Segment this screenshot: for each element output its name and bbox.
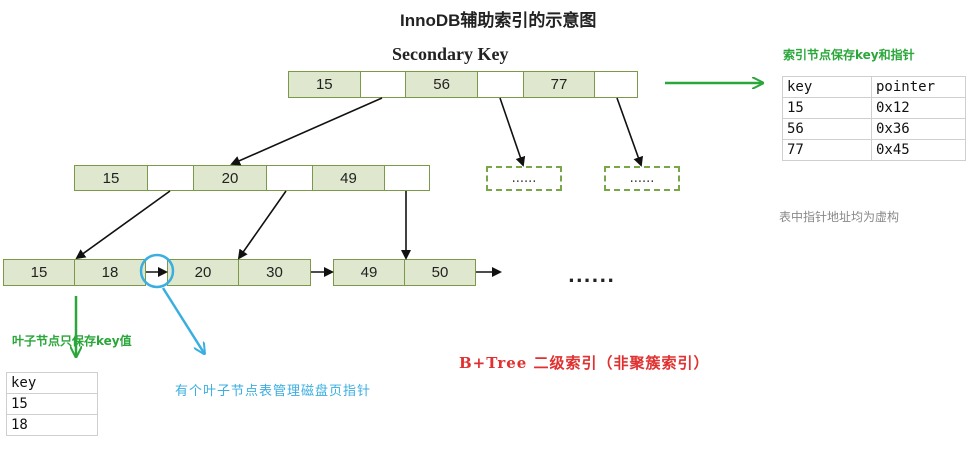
leaf-key-note: 叶子节点只保存key值	[12, 334, 132, 348]
level2-key-cell: 20	[194, 166, 267, 190]
root-node: 15 56 77	[288, 71, 638, 98]
level2-node: 15 20 49	[74, 165, 430, 191]
table-row: 18	[6, 414, 98, 436]
level2-pointer-cell	[385, 166, 429, 190]
diagram-title: InnoDB辅助索引的示意图	[400, 11, 597, 30]
root-pointer-cell	[477, 72, 524, 97]
leaf-key-cell: 15	[4, 260, 75, 285]
table-row: 56 0x36	[782, 118, 966, 140]
key-pointer-note: 索引节点保存key和指针	[783, 48, 915, 62]
leaf-key-cell: 18	[75, 260, 145, 285]
leaf-key-cell: 50	[405, 260, 475, 285]
key-pointer-table: key pointer 15 0x12 56 0x36 77 0x45	[782, 76, 966, 161]
table-row: 15	[6, 393, 98, 415]
highlight-circle	[139, 253, 175, 289]
table-header-cell: key	[782, 76, 872, 98]
table-cell: 0x36	[871, 118, 966, 140]
table-row: 15 0x12	[782, 97, 966, 119]
level2-key-cell: 15	[75, 166, 148, 190]
table-cell: 56	[782, 118, 872, 140]
table-header-cell: key	[6, 372, 98, 394]
placeholder-node: ......	[604, 166, 680, 191]
leaf-key-cell: 49	[334, 260, 405, 285]
level2-pointer-cell	[267, 166, 313, 190]
level2-pointer-cell	[148, 166, 194, 190]
root-key-cell: 56	[406, 72, 478, 97]
leaf-ellipsis: ......	[568, 266, 616, 287]
table-row: 77 0x45	[782, 139, 966, 161]
leaf-key-cell: 30	[239, 260, 310, 285]
bplus-tree-label: B+Tree 二级索引（非聚簇索引）	[459, 354, 710, 372]
leaf-pointer-note: 有个叶子节点表管理磁盘页指针	[175, 384, 372, 399]
root-pointer-cell	[595, 72, 637, 97]
leaf-node: 15 18	[3, 259, 146, 286]
table-cell: 0x12	[871, 97, 966, 119]
blue-arrow	[161, 287, 204, 353]
tree-arrow	[230, 97, 383, 166]
secondary-key-label: Secondary Key	[392, 44, 509, 64]
leaf-key-cell: 20	[168, 260, 239, 285]
tree-arrow	[499, 97, 526, 167]
root-pointer-cell	[360, 72, 407, 97]
table-cell: 15	[6, 393, 98, 415]
tree-arrow	[616, 97, 644, 167]
tree-arrow	[237, 190, 287, 260]
root-key-cell: 77	[523, 72, 596, 97]
table-cell: 15	[782, 97, 872, 119]
table-cell: 0x45	[871, 139, 966, 161]
leaf-key-table: key 15 18	[6, 372, 98, 436]
tree-arrow	[75, 190, 171, 260]
virtual-address-note: 表中指针地址均为虚构	[779, 210, 900, 224]
root-key-cell: 15	[289, 72, 361, 97]
table-cell: 18	[6, 414, 98, 436]
table-header-cell: pointer	[871, 76, 966, 98]
table-header-row: key pointer	[782, 76, 966, 98]
table-cell: 77	[782, 139, 872, 161]
placeholder-node: ......	[486, 166, 562, 191]
table-header-row: key	[6, 372, 98, 394]
level2-key-cell: 49	[313, 166, 385, 190]
